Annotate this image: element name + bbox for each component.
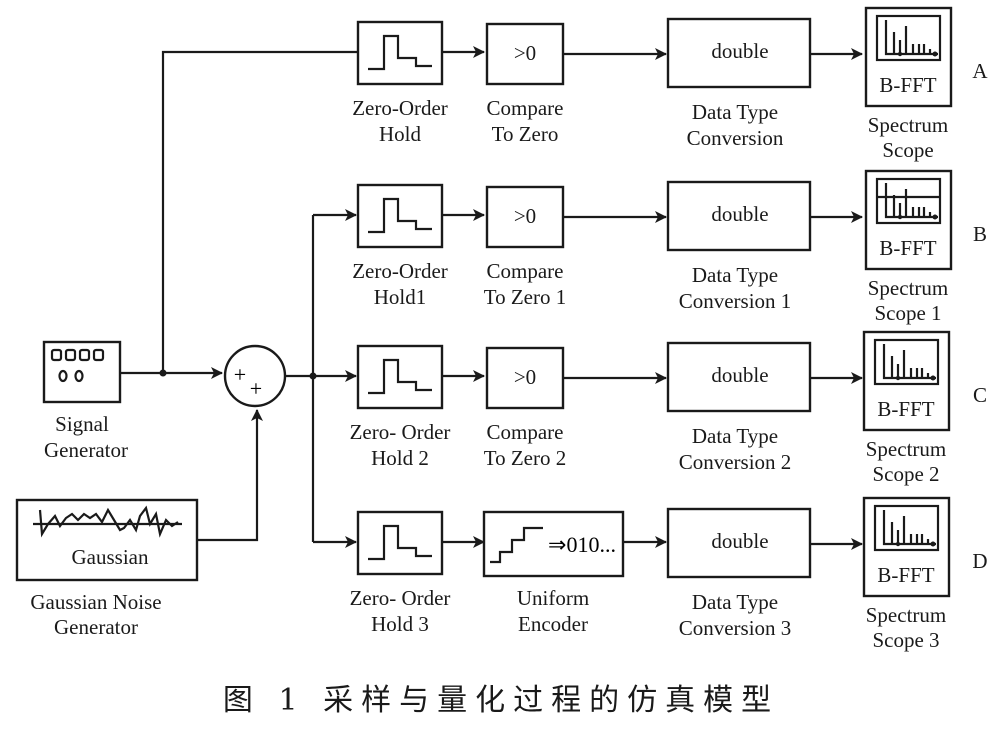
stage2-label-1: Uniform [517, 586, 589, 610]
spectrum-bars-icon [877, 183, 940, 220]
stage2-label-1: Compare [487, 420, 564, 444]
compare-to-zero-block[interactable]: >0 [485, 346, 565, 410]
conversion-block-text: double [711, 202, 768, 226]
zero-order-hold-icon [368, 524, 432, 561]
conversion-block-text: double [711, 529, 768, 553]
data-type-conversion-block[interactable]: double [666, 180, 812, 252]
figure-caption: 图 1 采样与量化过程的仿真模型 [222, 683, 780, 718]
stage2-label-2: To Zero 1 [484, 285, 567, 309]
compare-block-text: >0 [514, 204, 536, 228]
stage2-label-2: Encoder [518, 612, 588, 636]
scope-screen-icon [875, 177, 942, 225]
conversion-label-2: Conversion [687, 126, 784, 150]
hold-label-1: Zero-Order [352, 259, 448, 283]
spectrum-bars-icon [882, 510, 936, 547]
scope-label-2: Scope 3 [872, 628, 939, 652]
scope-label-1: Spectrum [868, 113, 948, 137]
gaussian-noise-generator-block[interactable]: Gaussian [15, 498, 199, 582]
row-letter-label: C [973, 383, 987, 407]
compare-to-zero-block[interactable]: >0 [485, 185, 565, 249]
gaussian-noise-label-1: Gaussian Noise [30, 590, 161, 614]
spectrum-scope-block[interactable]: B-FFT [864, 169, 953, 271]
row-letter-label: B [973, 222, 987, 246]
hold-label-1: Zero-Order [352, 96, 448, 120]
row-letter-label: A [972, 59, 988, 83]
signal-generator-label-1: Signal [55, 412, 109, 436]
scope-screen-icon [875, 14, 942, 62]
scope-label-1: Spectrum [868, 276, 948, 300]
zero-order-hold-icon [368, 358, 432, 395]
scope-label-1: Spectrum [866, 437, 946, 461]
zero-order-hold-block[interactable] [356, 183, 444, 249]
zero-order-hold-icon [368, 34, 432, 71]
stage2-label-2: To Zero 2 [484, 446, 567, 470]
scope-block-text: B-FFT [879, 73, 936, 97]
stage2-label-1: Compare [487, 96, 564, 120]
scope-label-2: Scope 1 [874, 301, 941, 325]
spectrum-bars-icon [884, 20, 938, 57]
zero-order-hold-icon [368, 197, 432, 234]
conversion-label-2: Conversion 2 [679, 450, 792, 474]
scope-block-text: B-FFT [877, 563, 934, 587]
sum-block[interactable]: + + [223, 344, 287, 408]
zero-order-hold-block[interactable] [356, 344, 444, 410]
scope-label-2: Scope [882, 138, 933, 162]
zero-order-hold-block[interactable] [356, 20, 444, 86]
conversion-label-1: Data Type [692, 263, 778, 287]
gaussian-block-text: Gaussian [72, 545, 149, 569]
stage2-label-2: To Zero [492, 122, 559, 146]
gaussian-noise-label-2: Generator [54, 615, 138, 639]
zero-order-hold-block[interactable] [356, 510, 444, 576]
scope-screen-icon [873, 338, 940, 386]
sum-plus-sign-2: + [250, 376, 262, 401]
conversion-block-text: double [711, 363, 768, 387]
conversion-label-1: Data Type [692, 100, 778, 124]
scope-block-text: B-FFT [877, 397, 934, 421]
data-type-conversion-block[interactable]: double [666, 507, 812, 579]
signal-generator-label-2: Generator [44, 438, 128, 462]
spectrum-scope-block[interactable]: B-FFT [862, 496, 951, 598]
conversion-label-2: Conversion 1 [679, 289, 792, 313]
data-type-conversion-block[interactable]: double [666, 17, 812, 89]
uniform-encoder-block[interactable]: ⇒010... [482, 510, 625, 578]
spectrum-scope-block[interactable]: B-FFT [862, 330, 951, 432]
hold-label-1: Zero- Order [350, 420, 451, 444]
row-letter-label: D [972, 549, 987, 573]
spectrum-bars-icon [882, 344, 936, 381]
source-wires [120, 50, 358, 548]
conversion-label-2: Conversion 3 [679, 616, 792, 640]
conversion-block-text: double [711, 39, 768, 63]
hold-label-2: Hold 3 [371, 612, 429, 636]
conversion-label-1: Data Type [692, 590, 778, 614]
stage2-label-1: Compare [487, 259, 564, 283]
hold-label-2: Hold 2 [371, 446, 429, 470]
compare-block-text: >0 [514, 41, 536, 65]
compare-to-zero-block[interactable]: >0 [485, 22, 565, 86]
conversion-label-1: Data Type [692, 424, 778, 448]
signal-generator-block[interactable] [42, 340, 122, 404]
wire-noise-to-sum [197, 409, 263, 542]
hold-label-2: Hold [379, 122, 422, 146]
scope-screen-icon [873, 504, 940, 552]
spectrum-scope-block[interactable]: B-FFT [864, 6, 953, 108]
data-type-conversion-block[interactable]: double [666, 341, 812, 413]
hold-label-1: Zero- Order [350, 586, 451, 610]
scope-block-text: B-FFT [879, 236, 936, 260]
staircase-quantizer-icon [490, 526, 543, 564]
noise-waveform-icon [33, 505, 182, 538]
encoder-block-text: ⇒010... [548, 532, 616, 557]
signal-generator-icon [50, 348, 105, 383]
sum-plus-sign-1: + [234, 362, 246, 387]
hold-label-2: Hold1 [374, 285, 427, 309]
scope-label-1: Spectrum [866, 603, 946, 627]
scope-label-2: Scope 2 [872, 462, 939, 486]
compare-block-text: >0 [514, 365, 536, 389]
wire-signal-to-hold-a [161, 50, 358, 373]
